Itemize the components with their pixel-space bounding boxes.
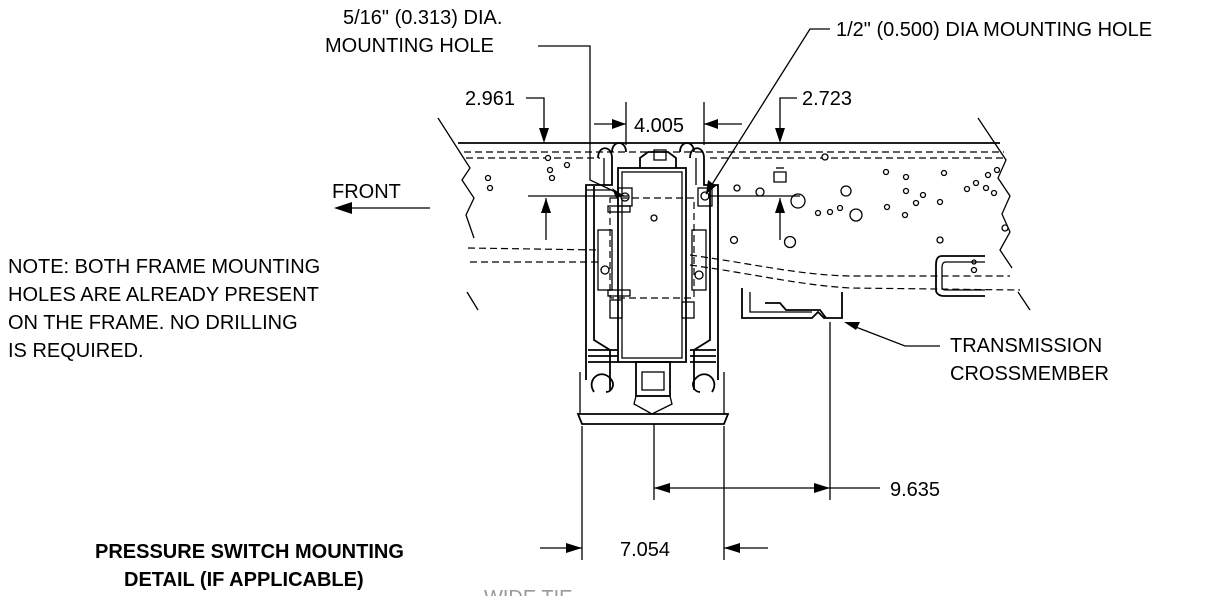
transmission-crossmember <box>741 288 843 319</box>
dimension-2961: 2.961 <box>465 88 515 110</box>
small-hole-label-line2: MOUNTING HOLE <box>325 35 494 57</box>
dimension-4005: 4.005 <box>634 115 684 137</box>
large-hole-label: 1/2" (0.500) DIA MOUNTING HOLE <box>836 19 1152 41</box>
title-line1: PRESSURE SWITCH MOUNTING <box>95 541 404 563</box>
note-line3: ON THE FRAME. NO DRILLING <box>8 312 298 334</box>
small-hole-label-line1: 5/16" (0.313) DIA. <box>343 7 502 29</box>
title-line2: DETAIL (IF APPLICABLE) <box>124 569 364 591</box>
note-line1: NOTE: BOTH FRAME MOUNTING <box>8 256 320 278</box>
leader-lines <box>334 28 940 560</box>
footer-fragment: WIDE TIE <box>484 587 573 596</box>
frame-rail <box>437 117 1031 311</box>
crossmember-label-line2: CROSSMEMBER <box>950 363 1109 385</box>
dimension-7054: 7.054 <box>620 539 670 561</box>
dimension-9635: 9.635 <box>890 479 940 501</box>
pressure-switch-assembly <box>576 142 730 425</box>
text-labels: 5/16" (0.313) DIA. MOUNTING HOLE 1/2" (0… <box>8 7 1152 601</box>
note-line4: IS REQUIRED. <box>8 340 144 362</box>
note-line2: HOLES ARE ALREADY PRESENT <box>8 284 319 306</box>
dimension-2723: 2.723 <box>802 88 852 110</box>
frame-clip <box>935 255 985 297</box>
front-label: FRONT <box>332 181 401 203</box>
frame-holes <box>484 153 1009 274</box>
crossmember-label-line1: TRANSMISSION <box>950 335 1102 357</box>
